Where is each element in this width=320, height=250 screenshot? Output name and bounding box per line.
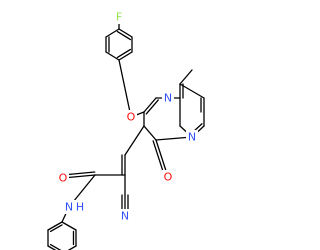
bond xyxy=(116,48,132,59)
amide-hydrogen-label: H xyxy=(76,201,84,214)
ring-carbonyl-oxygen-label: O xyxy=(164,171,173,184)
bond xyxy=(118,59,132,118)
bond xyxy=(67,245,77,250)
bond xyxy=(105,51,120,61)
atom-label-layer: F O N N O O N N H xyxy=(57,10,198,223)
bond xyxy=(61,221,77,231)
bond xyxy=(47,221,63,231)
atom-bg xyxy=(186,130,198,144)
bond xyxy=(47,245,57,250)
bond xyxy=(116,30,132,41)
atom-bg xyxy=(162,170,174,184)
atom-bg xyxy=(62,200,86,214)
bond xyxy=(105,28,120,38)
bond xyxy=(49,224,63,233)
amide-nitrogen-label: N xyxy=(65,201,73,214)
bond xyxy=(179,83,205,99)
amide-oxygen-label: O xyxy=(59,172,68,185)
atom-bg xyxy=(119,209,131,223)
fluorine-atom-label: F xyxy=(116,11,122,24)
bond xyxy=(145,99,159,115)
bond xyxy=(118,51,133,61)
bond xyxy=(118,28,133,38)
bond xyxy=(124,125,145,156)
bond xyxy=(143,97,157,113)
pyrimidine-nitrogen-label: N xyxy=(164,92,172,105)
bond xyxy=(179,69,193,85)
molecule-structure: F O N N O O N N H xyxy=(47,10,205,250)
atom-bg xyxy=(162,91,174,105)
atom-bg xyxy=(57,171,69,185)
atom-bg xyxy=(112,10,126,24)
bridgehead-nitrogen-label: N xyxy=(188,131,196,144)
ether-oxygen-label: O xyxy=(127,111,136,124)
bond xyxy=(49,243,62,250)
nitrile-nitrogen-label: N xyxy=(121,210,129,223)
bond xyxy=(143,125,157,141)
atom-bg xyxy=(125,110,137,124)
